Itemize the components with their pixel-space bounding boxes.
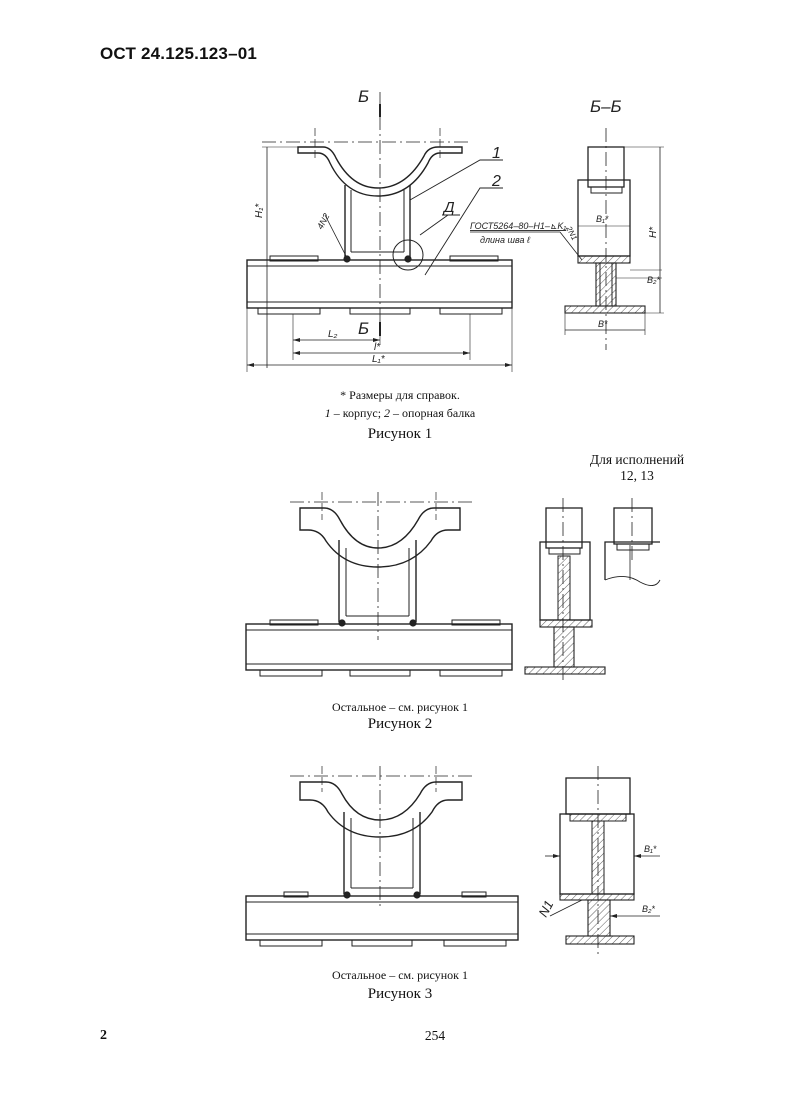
sheet-number: 254 [424, 1028, 446, 1043]
figure-2-title: Рисунок 2 [367, 716, 433, 732]
figure1-main-view: Б Б 1 2 Д 4N2 [246, 87, 513, 372]
weld-length: длина шва ℓ [480, 235, 530, 245]
figure3-main-view [245, 766, 519, 947]
reference-note: * Размеры для справок. [340, 388, 460, 402]
figure3-section-view: B₁* B₂* N1 [535, 766, 660, 958]
weld-gost: ГОСТ5264–80–Н1–⊾K₁ [470, 221, 566, 231]
callout-2: 2 [491, 173, 501, 190]
weld-mark-4n2: 4N2 [315, 212, 332, 231]
dim-l1: L₁* [372, 354, 386, 365]
legend: 1 – корпус; 2 – опорная балка [0, 406, 800, 421]
document-code: ОСТ 24.125.123–01 [100, 44, 258, 63]
section-view-title: Б–Б [590, 97, 622, 116]
fig3-dim-b1: B₁* [644, 844, 657, 854]
legend-2-text: – опорная балка [390, 406, 476, 420]
dim-h1: H₁* [254, 203, 265, 218]
variants-note-line2: 12, 13 [620, 468, 654, 483]
dim-h: H* [648, 226, 659, 238]
figure-2-rest-note: Остальное – см. рисунок 1 [332, 700, 468, 714]
section-label-top: Б [358, 87, 369, 106]
dim-b: B* [598, 319, 608, 329]
dim-b1: B₁* [596, 214, 609, 224]
section-label-bottom: Б [358, 319, 369, 338]
dim-b2: B₂* [647, 275, 660, 285]
callout-1: 1 [492, 145, 501, 162]
figure-1-title: Рисунок 1 [367, 426, 433, 442]
figure2-main-view [245, 492, 513, 677]
figure-3-title: Рисунок 3 [367, 986, 433, 1002]
figure2-section-view [524, 498, 661, 680]
legend-2-num: 2 [384, 406, 391, 420]
weld-mark-n1: N1 [535, 898, 556, 920]
variants-note-line1: Для исполнений [589, 452, 685, 467]
figure1-section-view: Б–Б B₁* B₂* B* H* ГОСТ5264–80–Н1–⊾K₁ дли… [470, 97, 664, 350]
callout-d: Д [442, 199, 455, 216]
page-number: 2 [100, 1028, 107, 1043]
legend-1-text: – корпус; [330, 406, 385, 420]
fig3-dim-b2: B₂* [642, 904, 655, 914]
dim-l: l* [374, 342, 381, 353]
figure-3-rest-note: Остальное – см. рисунок 1 [332, 968, 468, 982]
legend-1-num: 1 [324, 406, 331, 420]
dim-l2: L₂ [328, 329, 338, 340]
variants-note: Для исполнений 12, 13 [572, 452, 702, 484]
